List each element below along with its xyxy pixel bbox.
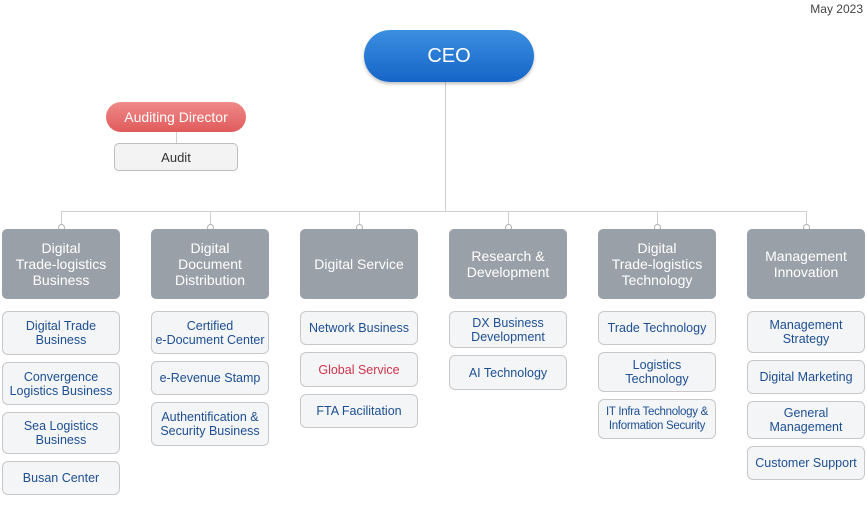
division-bus-line bbox=[61, 211, 807, 212]
unit-box: Digital Trade Business bbox=[2, 311, 120, 355]
drop-line bbox=[657, 211, 658, 229]
auditor-link-line bbox=[176, 132, 177, 143]
unit-box: AI Technology bbox=[449, 355, 567, 390]
drop-line bbox=[359, 211, 360, 229]
drop-line bbox=[806, 211, 807, 229]
division-column: Management Innovation Management Strateg… bbox=[747, 229, 865, 487]
unit-box: Busan Center bbox=[2, 461, 120, 495]
unit-box: Certified e-Document Center bbox=[151, 311, 269, 354]
unit-box: Digital Marketing bbox=[747, 360, 865, 394]
unit-box: Management Strategy bbox=[747, 311, 865, 353]
ceo-trunk-line bbox=[445, 82, 446, 212]
division-column: Digital Document Distribution Certified … bbox=[151, 229, 269, 453]
unit-box: Convergence Logistics Business bbox=[2, 362, 120, 405]
division-header: Digital Document Distribution bbox=[151, 229, 269, 299]
division-header: Digital Trade-logistics Business bbox=[2, 229, 120, 299]
unit-box: Global Service bbox=[300, 352, 418, 387]
division-column: Digital Trade-logistics Business Digital… bbox=[2, 229, 120, 502]
ceo-box: CEO bbox=[364, 30, 534, 82]
drop-line bbox=[508, 211, 509, 229]
unit-box: Customer Support bbox=[747, 446, 865, 480]
auditing-director-box: Auditing Director bbox=[106, 102, 246, 132]
unit-box: Sea Logistics Business bbox=[2, 412, 120, 454]
unit-box: Trade Technology bbox=[598, 311, 716, 345]
unit-box: FTA Facilitation bbox=[300, 394, 418, 428]
drop-line bbox=[61, 211, 62, 229]
unit-box: Authentification & Security Business bbox=[151, 402, 269, 446]
division-header: Management Innovation bbox=[747, 229, 865, 299]
unit-box: Logistics Technology bbox=[598, 352, 716, 392]
division-header: Digital Trade-logistics Technology bbox=[598, 229, 716, 299]
date-label: May 2023 bbox=[810, 2, 863, 16]
unit-box: General Management bbox=[747, 401, 865, 439]
audit-box: Audit bbox=[114, 143, 238, 171]
division-header: Digital Service bbox=[300, 229, 418, 299]
division-column: Research & Development DX Business Devel… bbox=[449, 229, 567, 397]
unit-box: Network Business bbox=[300, 311, 418, 345]
division-header: Research & Development bbox=[449, 229, 567, 299]
unit-box: DX Business Development bbox=[449, 311, 567, 348]
division-column: Digital Service Network Business Global … bbox=[300, 229, 418, 435]
unit-box: e-Revenue Stamp bbox=[151, 361, 269, 395]
drop-line bbox=[210, 211, 211, 229]
unit-box: IT Infra Technology & Information Securi… bbox=[598, 399, 716, 439]
division-column: Digital Trade-logistics Technology Trade… bbox=[598, 229, 716, 446]
